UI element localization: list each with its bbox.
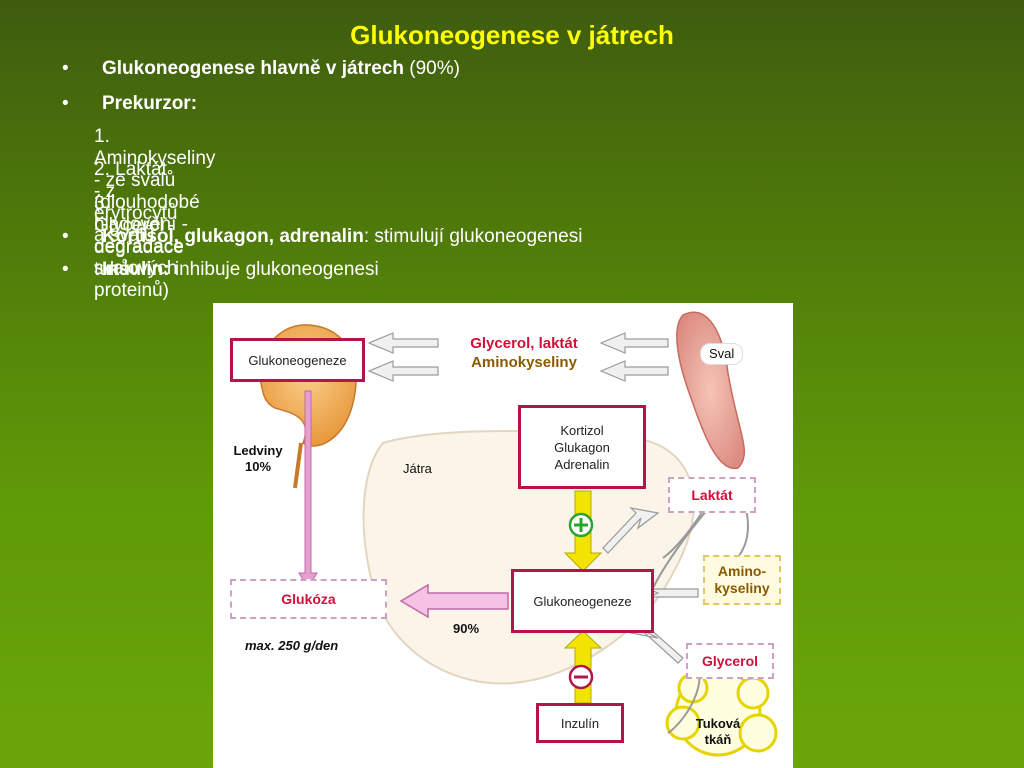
kidney-label: Ledviny 10%: [233, 443, 283, 474]
glucose-box: Glukóza: [230, 579, 387, 619]
kidney-gluconeogenesis-box: Glukoneogeneze: [230, 338, 365, 382]
bullet-bold: Prekurzor:: [102, 93, 198, 114]
precursor-arrows-top: [367, 332, 669, 382]
lactate-tag: Laktát: [668, 477, 756, 513]
precursors-label: Glycerol, laktát Aminokyseliny: [449, 333, 599, 373]
numbered-item: 1. Aminokyseliny - ze svalů (dlouhodobé …: [94, 126, 216, 301]
bullet-dot: •: [62, 93, 69, 114]
insulin-box: Inzulín: [536, 703, 624, 743]
liver-label: Játra: [403, 461, 432, 476]
bullet-bold: Kortisol, glukagon, adrenalin: [102, 226, 364, 247]
bullet-normal: : stimulují glukoneogenesi: [363, 226, 583, 247]
glycerol-tag: Glycerol: [686, 643, 774, 679]
muscle-label: Sval: [700, 343, 744, 365]
numbered-item: 2. Laktát - z erytrocytů a svalů: [94, 159, 178, 246]
numbered-item: 3. Glycerol - degradace tuků: [94, 193, 184, 280]
bullet-bold: Glukoneogenese hlavně v játrech: [102, 58, 404, 79]
precursors-red-text: Glycerol, laktát: [470, 335, 578, 352]
max-capacity-label: max. 250 g/den: [245, 638, 339, 653]
slide-title: Glukoneogenese v játrech: [350, 20, 674, 50]
bullet-normal: (90%): [404, 58, 460, 79]
adipose-label: Tuková tkáň: [695, 716, 741, 747]
bullet-normal: inhibuje glukoneogenesi: [169, 259, 379, 280]
gluconeogenesis-diagram: Glukoneogeneze Glycerol, laktát Aminokys…: [213, 303, 793, 768]
aminoacids-tag: Amino- kyseliny: [703, 555, 781, 605]
bullet-dot: •: [62, 58, 69, 79]
liver-percent-label: 90%: [453, 621, 480, 636]
precursors-dark-text: Aminokyseliny: [471, 354, 577, 371]
ureter-shape: [293, 442, 303, 489]
bullet-dot: •: [62, 259, 69, 280]
hormones-box: Kortizol Glukagon Adrenalin: [518, 405, 646, 489]
bullet-dot: •: [62, 226, 69, 247]
liver-to-glucose-arrow: [399, 583, 509, 619]
liver-gluconeogenesis-box: Glukoneogeneze: [511, 569, 654, 633]
muscle-shape: [676, 311, 746, 470]
bullet-bold: Insulin:: [102, 259, 170, 280]
